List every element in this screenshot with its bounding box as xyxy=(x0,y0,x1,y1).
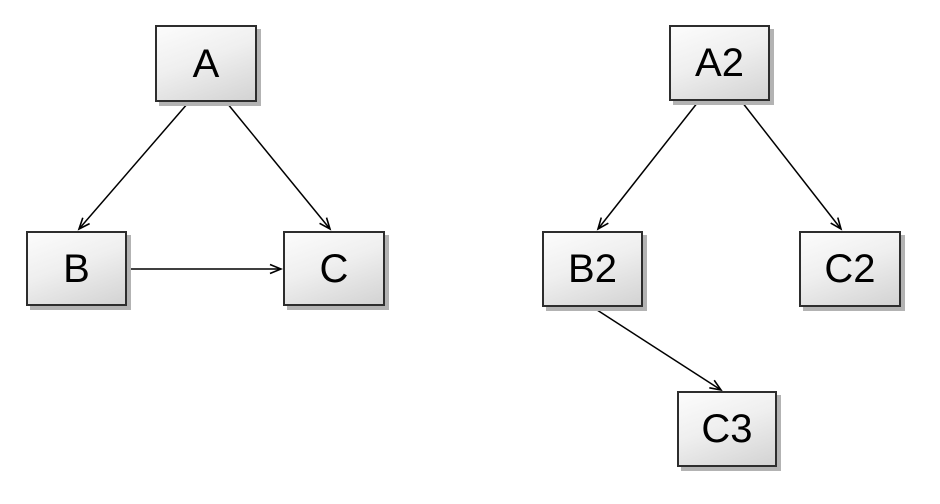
node-A[interactable]: A xyxy=(155,25,257,102)
edge-B2-C3 xyxy=(593,307,721,390)
edge-A-B xyxy=(79,102,189,229)
node-A2-label: A2 xyxy=(695,41,744,85)
node-B[interactable]: B xyxy=(26,231,127,306)
node-B2-label: B2 xyxy=(568,247,617,291)
node-C2-label: C2 xyxy=(824,247,876,291)
node-A2[interactable]: A2 xyxy=(669,25,770,101)
node-C[interactable]: C xyxy=(283,231,385,306)
node-B2[interactable]: B2 xyxy=(542,231,643,307)
node-A-label: A xyxy=(192,41,220,86)
node-C3[interactable]: C3 xyxy=(677,391,777,467)
edge-A2-B2 xyxy=(598,101,699,229)
edge-A-C xyxy=(226,102,330,229)
node-C2[interactable]: C2 xyxy=(799,231,901,307)
edge-A2-C2 xyxy=(741,101,841,229)
node-C-label: C xyxy=(319,246,349,291)
node-B-label: B xyxy=(63,246,90,291)
node-C3-label: C3 xyxy=(701,407,753,451)
